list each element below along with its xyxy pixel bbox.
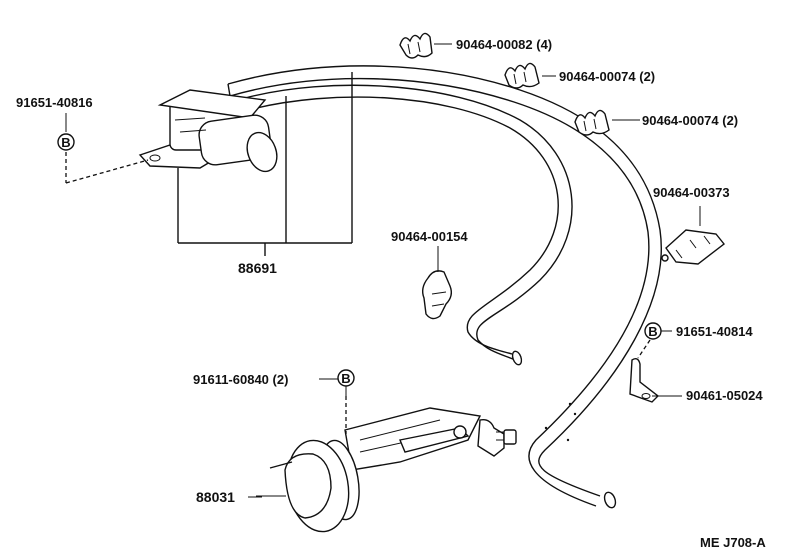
valve-label-bracket (177, 72, 353, 256)
label-bolt-right: 91651-40814 (676, 324, 753, 339)
routing-dots (544, 402, 577, 442)
label-clip-right: 90464-00373 (653, 185, 730, 200)
bolt-right-dashes (637, 339, 651, 359)
bolt-right-symbol: B (644, 322, 662, 340)
leader-lines (248, 330, 672, 498)
bolt-left-dashes (65, 113, 149, 184)
clip-top-icon (399, 32, 452, 59)
label-clip-center: 90464-00154 (391, 229, 468, 244)
bolt-bottom-symbol: B (337, 369, 355, 387)
hose-long (227, 65, 662, 509)
label-actuator: 88031 (196, 489, 235, 505)
label-valve-assy: 88691 (238, 260, 277, 276)
bolt-left-symbol-text: B (61, 135, 70, 150)
clip-mid2-icon (574, 109, 640, 136)
clip-center-icon (421, 246, 453, 320)
valve-assembly (138, 89, 278, 173)
actuator-assembly (256, 407, 517, 533)
label-clip-top: 90464-00082 (4) (456, 37, 552, 52)
bolt-left-symbol: B (57, 133, 75, 151)
hose-short (244, 84, 573, 366)
label-clip-mid2: 90464-00074 (2) (642, 113, 738, 128)
label-clip-mid1: 90464-00074 (2) (559, 69, 655, 84)
bracket-right-icon (629, 357, 682, 403)
bolt-right-symbol-text: B (648, 324, 657, 339)
bolt-bottom-symbol-text: B (341, 371, 350, 386)
label-bolt-bottom: 91611-60840 (2) (193, 372, 288, 387)
clip-right-icon (661, 206, 725, 265)
label-bracket-right: 90461-05024 (686, 388, 763, 403)
clip-mid1-icon (504, 62, 556, 89)
diagram-code: ME J708-A (700, 535, 766, 550)
label-bolt-left: 91651-40816 (16, 95, 93, 110)
